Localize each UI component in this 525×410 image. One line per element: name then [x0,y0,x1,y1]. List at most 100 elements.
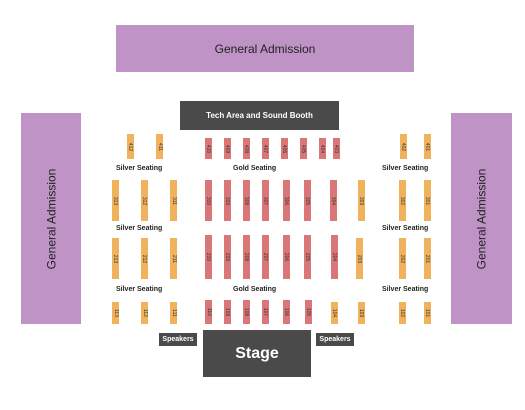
silver-seating-label: Silver Seating [116,165,163,172]
section-202[interactable]: 202 [399,238,406,279]
section-409[interactable]: 409 [224,138,231,159]
silver-seating-label: Silver Seating [382,165,429,172]
tech-area-sound-booth: Tech Area and Sound Booth [180,101,339,130]
speakers-left-label: Speakers [162,336,194,343]
section-label: 408 [243,144,250,153]
section-205[interactable]: 205 [304,235,311,279]
section-label: 102 [399,308,406,318]
section-label: 309 [224,196,231,205]
section-307[interactable]: 307 [262,180,269,221]
silver-seating-label: Silver Seating [116,225,163,232]
section-102[interactable]: 102 [399,302,406,324]
section-label: 208 [243,252,250,262]
section-311[interactable]: 311 [170,180,177,221]
section-406[interactable]: 406 [281,138,288,159]
general-admission-left[interactable]: General Admission [21,113,81,324]
section-label: 312 [141,196,148,205]
section-label: 108 [243,307,250,317]
section-105[interactable]: 105 [305,300,312,324]
section-408[interactable]: 408 [243,138,250,159]
section-label: 202 [399,254,406,263]
section-label: 206 [283,252,290,262]
section-302[interactable]: 302 [399,180,406,221]
section-213[interactable]: 213 [112,238,119,279]
section-309[interactable]: 309 [224,180,231,221]
section-403[interactable]: 403 [333,138,340,159]
section-label: 307 [262,196,269,205]
section-402[interactable]: 402 [400,134,407,159]
section-208[interactable]: 208 [243,235,250,279]
section-label: 105 [305,307,312,317]
section-label: 106 [283,307,290,317]
gold-seating-label: Gold Seating [233,286,277,293]
section-210[interactable]: 210 [205,235,212,279]
section-label: 308 [243,196,250,205]
section-410[interactable]: 410 [205,138,212,159]
section-303[interactable]: 303 [358,180,365,221]
section-107[interactable]: 107 [262,300,269,324]
section-label: 101 [424,308,431,318]
section-412[interactable]: 412 [127,134,134,159]
section-405[interactable]: 405 [300,138,307,159]
section-209[interactable]: 209 [224,235,231,279]
section-211[interactable]: 211 [170,238,177,279]
section-401[interactable]: 401 [424,134,431,159]
section-411[interactable]: 411 [156,134,163,159]
speakers-right-label: Speakers [319,336,351,343]
section-306[interactable]: 306 [283,180,290,221]
section-308[interactable]: 308 [243,180,250,221]
section-110[interactable]: 110 [205,300,212,324]
section-label: 212 [141,254,148,263]
silver-seating-label: Silver Seating [382,225,429,232]
section-203[interactable]: 203 [356,238,363,279]
section-label: 213 [112,254,119,263]
silver-seating-label: Silver Seating [116,286,163,293]
section-101[interactable]: 101 [424,302,431,324]
section-313[interactable]: 313 [112,180,119,221]
section-312[interactable]: 312 [141,180,148,221]
section-207[interactable]: 207 [262,235,269,279]
section-label: 304 [330,196,337,205]
speakers-left: Speakers [159,333,197,346]
section-label: 406 [281,144,288,153]
section-206[interactable]: 206 [283,235,290,279]
section-304[interactable]: 304 [330,180,337,221]
section-106[interactable]: 106 [283,300,290,324]
section-301[interactable]: 301 [424,180,431,221]
general-admission-top[interactable]: General Admission [116,25,414,72]
section-201[interactable]: 201 [424,238,431,279]
section-404[interactable]: 404 [319,138,326,159]
section-label: 311 [170,196,177,205]
section-label: 113 [112,309,119,317]
section-label: 412 [127,142,134,151]
section-111[interactable]: 111 [170,302,177,324]
section-label: 402 [400,142,407,151]
section-label: 310 [205,196,212,205]
section-label: 404 [319,144,326,153]
section-label: 405 [300,144,307,153]
section-104[interactable]: 104 [331,302,338,324]
section-407[interactable]: 407 [262,138,269,159]
section-label: 112 [141,309,148,317]
section-label: 107 [262,307,269,317]
section-label: 411 [156,142,163,151]
section-204[interactable]: 204 [331,235,338,279]
section-label: 211 [170,254,177,263]
section-113[interactable]: 113 [112,302,119,324]
section-label: 305 [304,196,311,205]
section-112[interactable]: 112 [141,302,148,324]
section-label: 313 [112,196,119,205]
section-label: 210 [205,252,212,262]
general-admission-right[interactable]: General Admission [451,113,512,324]
section-label: 109 [224,307,231,317]
section-label: 306 [283,196,290,205]
stage: Stage [203,330,311,377]
section-108[interactable]: 108 [243,300,250,324]
section-305[interactable]: 305 [304,180,311,221]
section-310[interactable]: 310 [205,180,212,221]
section-label: 401 [424,142,431,151]
section-109[interactable]: 109 [224,300,231,324]
section-label: 303 [358,196,365,205]
section-103[interactable]: 103 [358,302,365,324]
section-212[interactable]: 212 [141,238,148,279]
